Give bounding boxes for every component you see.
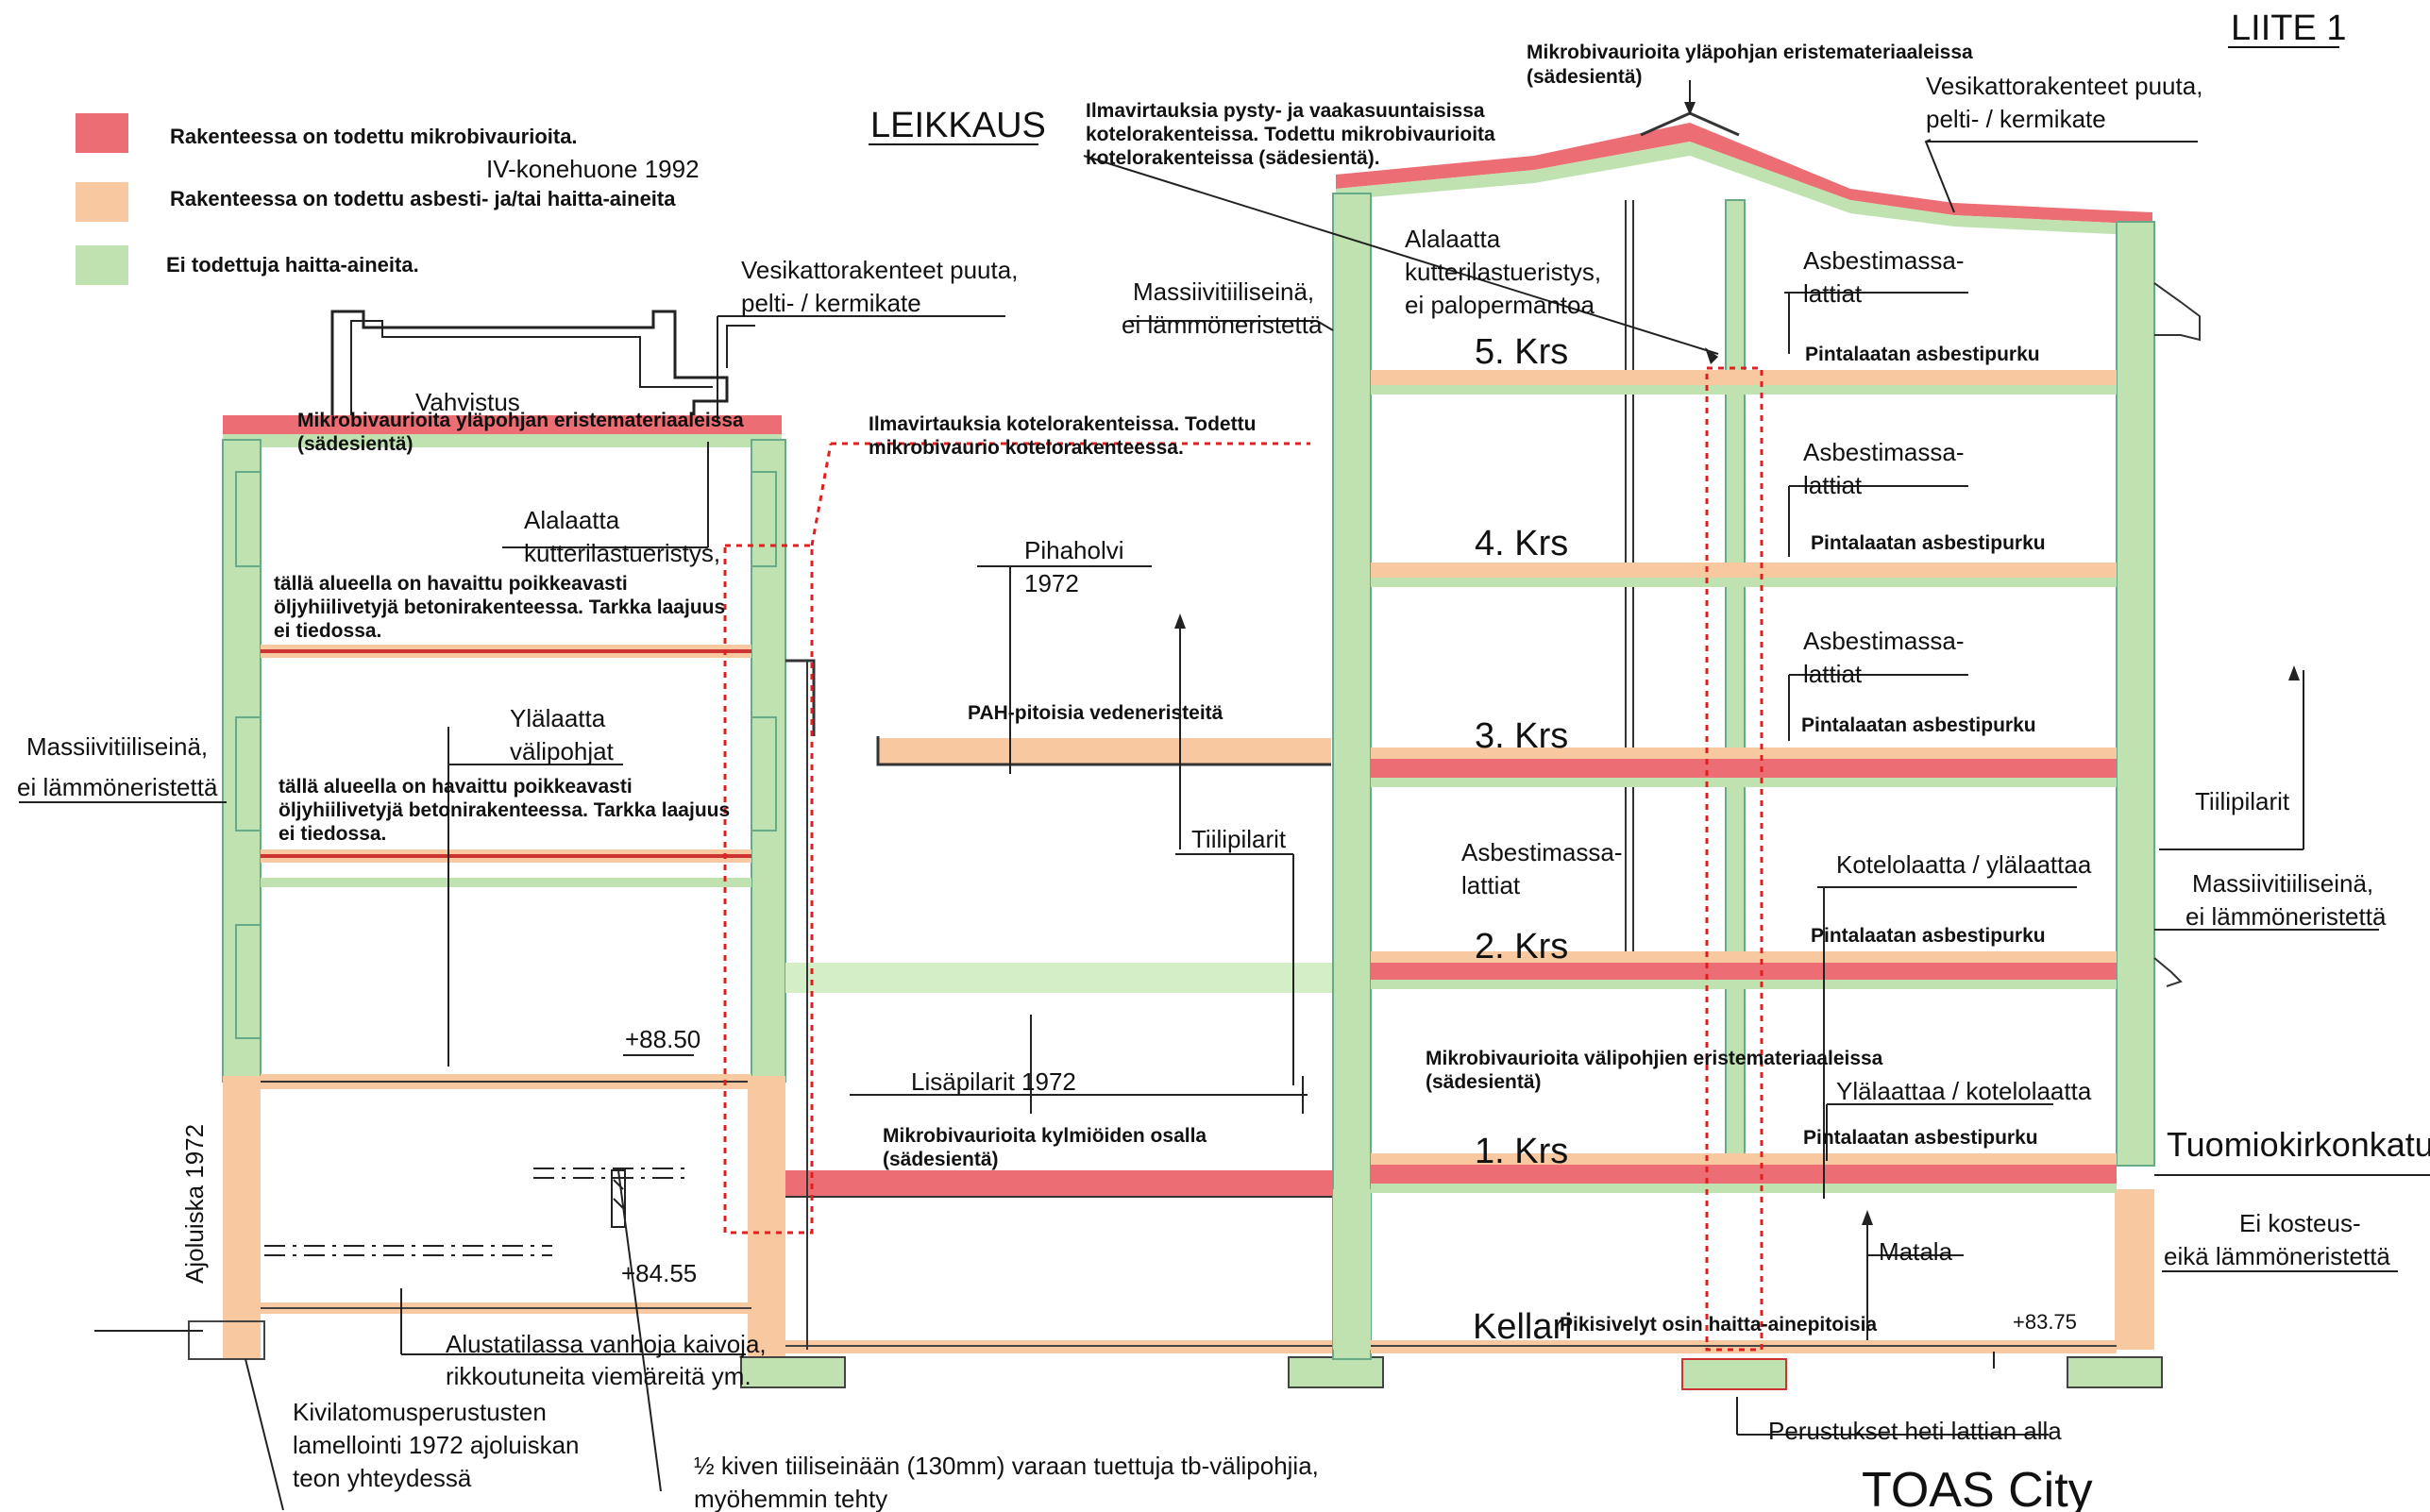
floor-2: 2. Krs [1475, 927, 1568, 966]
right-building [1332, 111, 2201, 1390]
note-ilmavirtaukset-top: Ilmavirtauksia pysty- ja vaakasuuntaisis… [1086, 100, 1501, 169]
level-8850: +88.50 [625, 1025, 700, 1053]
legend-label-clear: Ei todettuja haitta-aineita. [166, 253, 419, 277]
arrows [1174, 102, 2300, 1225]
label-vesikatto-right: Vesikattorakenteet puuta, pelti- / kermi… [1926, 72, 2210, 133]
floor-kellari: Kellari [1473, 1307, 1573, 1347]
label-massiivi-left: Massiivitiiliseinä, ei lämmöneristettä [17, 732, 218, 801]
label-matala: Matala [1879, 1237, 1953, 1266]
note-pintalaatan-3: Pintalaatan asbestipurku [1801, 714, 2036, 736]
label-alustatila: Alustatilassa vanhoja kaivoja, rikkoutun… [446, 1330, 773, 1390]
label-asbestimassa-5: Asbestimassa- lattiat [1803, 246, 1971, 308]
level-8455: +84.55 [621, 1259, 697, 1287]
legend: Rakenteessa on todettu mikrobivaurioita.… [76, 113, 676, 285]
courtyard [740, 659, 1384, 1388]
label-asbestimassa-2: Asbestimassa- lattiat [1461, 838, 1629, 899]
label-asbestimassa-4: Asbestimassa- lattiat [1803, 438, 1971, 499]
label-vahvistus: Vahvistus [415, 388, 520, 416]
label-perustukset: Perustukset heti lattian alla [1768, 1417, 2062, 1445]
shaft-dotted-right [1705, 366, 1763, 1352]
label-tiilipilarit-right: Tiilipilarit [2195, 787, 2290, 815]
label-ylalaatta-left: Ylälaatta välipohjat [510, 704, 615, 765]
label-massiivi-right: Massiivitiiliseinä, ei lämmöneristettä [2185, 869, 2387, 931]
note-pintalaatan-2: Pintalaatan asbestipurku [1811, 925, 2046, 947]
label-pihaholvi: Pihaholvi 1972 [1024, 536, 1131, 597]
label-kivilatomus: Kivilatomusperustusten lamellointi 1972 … [293, 1398, 586, 1492]
label-asbestimassa-3: Asbestimassa- lattiat [1803, 627, 1971, 688]
legend-label-microbe: Rakenteessa on todettu mikrobivaurioita. [170, 125, 578, 148]
note-ilmavirtaukset-mid: Ilmavirtauksia kotelorakenteissa. Todett… [869, 413, 1261, 459]
legend-swatch-asbestos [76, 182, 128, 222]
note-pintalaatan-1: Pintalaatan asbestipurku [1803, 1127, 2038, 1149]
label-half-brick: ½ kiven tiiliseinään (130mm) varaan tuet… [694, 1452, 1325, 1512]
shaft-dotted-left [723, 544, 814, 1235]
label-alalaatta-left: Alalaatta kutterilastueristys, [524, 506, 720, 567]
note-pintalaatan-5: Pintalaatan asbestipurku [1805, 344, 2040, 365]
legend-swatch-microbe [76, 113, 128, 153]
note-mikrobi-valipohja: Mikrobivaurioita välipohjien eristemater… [1426, 1048, 1888, 1093]
street-name: Tuomiokirkonkatu [2167, 1125, 2430, 1164]
dashed-markers [264, 1168, 689, 1256]
note-mikrobi-ylapohja-right: Mikrobivaurioita yläpohjan eristemateria… [1527, 42, 1979, 88]
left-roof-microbe [223, 415, 782, 434]
leader-lines [19, 80, 2430, 1511]
label-vesikatto-left: Vesikattorakenteet puuta, pelti- / kermi… [741, 256, 1025, 317]
note-mikrobi-ylapohja-left: Mikrobivaurioita yläpohjan eristemateria… [297, 410, 750, 455]
label-massiivi-top: Massiivitiiliseinä, ei lämmöneristettä [1122, 277, 1323, 339]
section-title: LEIKKAUS [870, 106, 1046, 145]
label-ylalaattaa-kotelo: Ylälaattaa / kotelolaatta [1836, 1077, 2092, 1105]
note-oil-1: tällä alueella on havaittu poikkeavasti … [274, 573, 731, 642]
note-pikisively: Pikisivelyt osin haitta-ainepitoisia [1560, 1314, 1877, 1336]
label-ei-kosteus: Ei kosteus- eikä lämmöneristettä [2164, 1209, 2390, 1270]
left-building [188, 310, 786, 1360]
floor-1: 1. Krs [1475, 1132, 1568, 1171]
label-alalaatta-right: Alalaatta kutterilastueristys, ei palope… [1405, 225, 1608, 319]
legend-swatch-clear [76, 245, 128, 285]
label-tiilipilarit-mid: Tiilipilarit [1191, 825, 1287, 853]
note-pah: PAH-pitoisia vedeneristeitä [968, 702, 1223, 724]
floor-3: 3. Krs [1475, 716, 1568, 756]
floor-5: 5. Krs [1475, 332, 1568, 372]
note-oil-2: tällä alueella on havaittu poikkeavasti … [278, 776, 735, 845]
right-roof-microbe [1336, 123, 2152, 225]
note-mikrobi-kylmio: Mikrobivaurioita kylmiöiden osalla (säde… [883, 1125, 1212, 1170]
label-ajoluiska: Ajoluiska 1972 [180, 1124, 209, 1284]
legend-label-asbestos: Rakenteessa on todettu asbesti- ja/tai h… [170, 187, 676, 210]
level-8375: +83.75 [2013, 1310, 2077, 1334]
label-iv-konehuone: IV-konehuone 1992 [486, 155, 700, 183]
note-pintalaatan-4: Pintalaatan asbestipurku [1811, 532, 2046, 554]
label-kotelolaatta: Kotelolaatta / ylälaattaa [1836, 850, 2092, 879]
building-name: TOAS City [1862, 1463, 2093, 1512]
floor-4: 4. Krs [1475, 524, 1568, 563]
label-lisapilarit: Lisäpilarit 1972 [911, 1067, 1076, 1096]
appendix-label: LIITE 1 [2231, 8, 2347, 48]
